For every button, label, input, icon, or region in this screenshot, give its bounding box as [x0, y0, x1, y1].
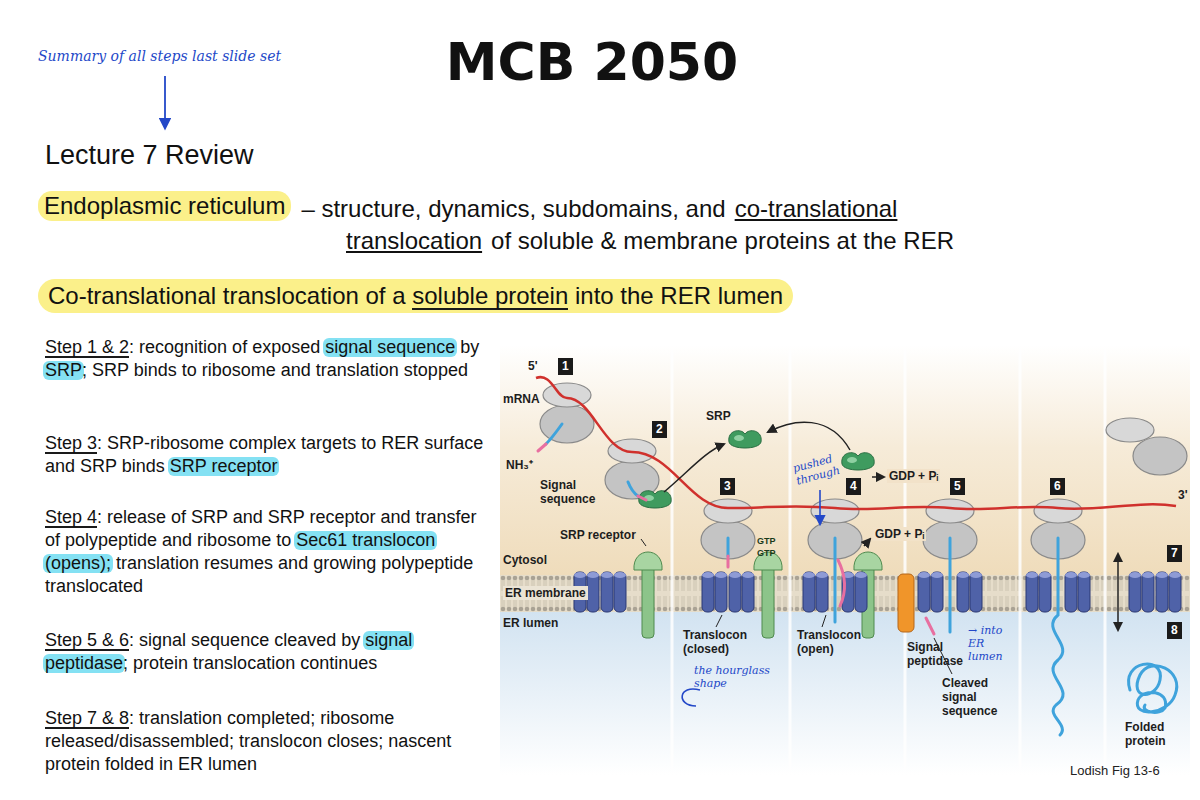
part-label: Translocon (open): [797, 628, 863, 656]
node-text: Co-translational translocation of a solu…: [48, 282, 783, 310]
srp-receptor: [854, 552, 882, 638]
part-label: GTP: [757, 536, 776, 546]
figure-credit: Lodish Fig 13-6: [1070, 763, 1160, 778]
part-label: GDP + Pᵢ: [887, 469, 940, 483]
part-label: NH₃⁺: [506, 458, 533, 472]
text-underline: [412, 308, 568, 310]
part-label: SRP receptor: [560, 528, 636, 542]
text-underline: [45, 649, 129, 651]
region-label: ER lumen: [503, 616, 558, 630]
slide-title: MCB 2050: [446, 34, 738, 91]
callout-number: 3: [720, 478, 735, 495]
part-label: GDP + Pᵢ: [873, 527, 926, 541]
srp-particle: [639, 491, 671, 508]
callout-number: 8: [1167, 622, 1182, 639]
signal-peptidase: [898, 574, 914, 632]
note-arrow: [164, 76, 166, 128]
callout-number: 1: [558, 358, 573, 375]
node-text: Endoplasmic reticulum: [44, 192, 285, 220]
callout-number: 2: [652, 421, 667, 438]
part-label: SRP: [706, 409, 731, 423]
header-text: of soluble & membrane proteins at the RE…: [491, 227, 954, 255]
ribosome: [540, 383, 1187, 559]
part-label: Signal peptidase: [907, 640, 967, 668]
step-text: Step 7 & 8: translation completed; ribos…: [45, 707, 493, 776]
text-highlight: [43, 361, 84, 380]
mrna-strand: [536, 377, 1176, 509]
header-text: – structure, dynamics, subdomains, and: [301, 195, 725, 223]
end-label: 3': [1178, 488, 1188, 502]
callout-number: 6: [1050, 478, 1065, 495]
end-label: 5': [528, 359, 538, 373]
text-highlight: [168, 457, 280, 476]
srp-particle: [842, 453, 874, 470]
topic-band: Co-translational translocation of a solu…: [38, 279, 793, 313]
header-text: co-translational: [735, 195, 898, 223]
handwritten-note: → into ER lumen: [968, 624, 1004, 663]
srp-particle: [729, 431, 761, 448]
text-highlight: [363, 631, 414, 650]
text-highlight: [294, 531, 437, 550]
srp-receptor: [634, 552, 662, 638]
handwritten-note: Summary of all steps last slide set: [38, 48, 281, 64]
text-underline: [45, 727, 129, 729]
region-label: ER membrane: [503, 586, 588, 600]
folded-protein: [1129, 664, 1177, 712]
part-label: Signal sequence: [540, 478, 600, 506]
handwritten-note: the hourglass shape: [694, 664, 778, 690]
lecture-subtitle: Lecture 7 Review: [45, 140, 254, 171]
nascent-chain: [538, 424, 1177, 735]
callout-number: 7: [1167, 545, 1182, 562]
callout-number: 5: [950, 478, 965, 495]
text-underline: [45, 356, 129, 358]
step-text: Step 3: SRP-ribosome complex targets to …: [45, 432, 493, 478]
header-text: translocation: [346, 227, 482, 255]
part-label: Cleaved signal sequence: [942, 676, 1004, 718]
highlight-pill: Endoplasmic reticulum: [38, 191, 291, 221]
srp-receptor: [754, 552, 782, 638]
text-highlight: [323, 338, 457, 357]
translocon: [574, 572, 1181, 612]
step-text: Step 4: release of SRP and SRP receptor …: [45, 506, 493, 598]
part-label: Translocon (closed): [683, 628, 755, 656]
step-text: Step 5 & 6: signal sequence cleaved by s…: [45, 629, 493, 675]
step-text: Step 1 & 2: recognition of exposed signa…: [45, 336, 493, 382]
region-label: Cytosol: [503, 553, 547, 567]
text-underline: [45, 452, 97, 454]
text-underline: [45, 526, 97, 528]
part-label: GTP: [757, 548, 776, 558]
part-label: Folded protein: [1125, 720, 1187, 748]
callout-number: 4: [846, 478, 861, 495]
text-highlight: [43, 554, 113, 573]
text-highlight: [43, 654, 125, 673]
part-label: mRNA: [503, 392, 540, 406]
